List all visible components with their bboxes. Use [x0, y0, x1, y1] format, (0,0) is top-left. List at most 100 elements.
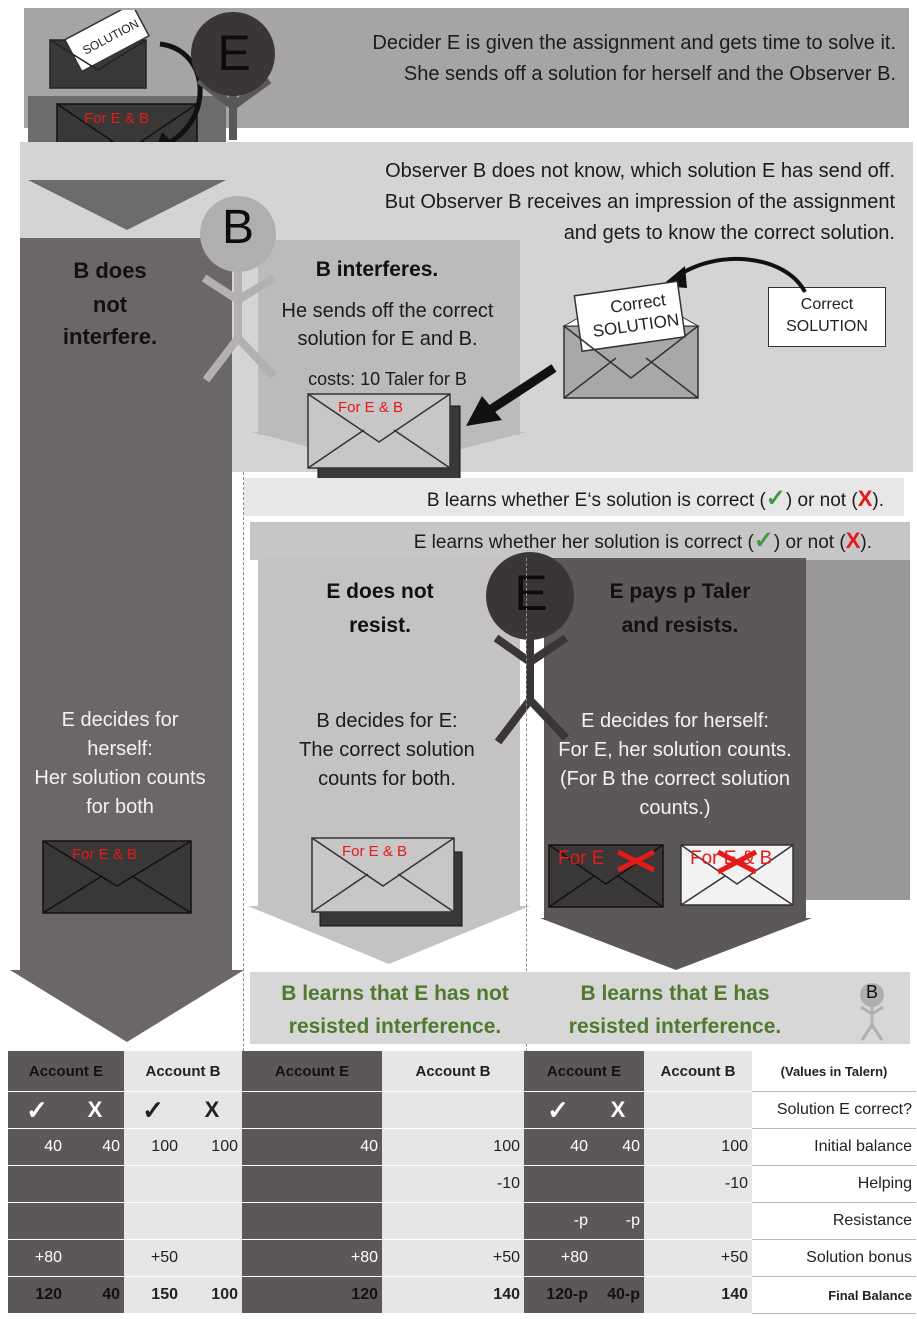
table-cell: +80 — [242, 1239, 382, 1277]
check-icon: ✓ — [765, 485, 786, 512]
resist-title-1: E pays p Taler — [609, 580, 751, 603]
observer-b-small-letter: B — [865, 982, 878, 1002]
stacked-envelope-icon — [307, 393, 461, 481]
no-interfere-desc-2: herself: — [87, 738, 153, 760]
cross-icon: X — [845, 528, 861, 553]
envelope-solution-icon — [49, 10, 150, 89]
no-interfere-title-1: B does — [73, 258, 147, 283]
table-row: -p -p Resistance — [8, 1202, 916, 1240]
table-row: +80 +50 +80 +50 +80 +50 Solution bonus — [8, 1239, 916, 1277]
table-cell — [644, 1202, 752, 1240]
row-label: Solution E correct? — [752, 1091, 916, 1129]
table-cell: 120-p — [524, 1276, 592, 1314]
table-cell: +50 — [644, 1239, 752, 1277]
resist-desc-2: For E, her solution counts. — [558, 739, 792, 761]
card-line-2: SOLUTION — [786, 318, 868, 335]
header-account-b: Account B — [382, 1051, 524, 1092]
table-cell — [66, 1165, 124, 1203]
no-interfere-arrow — [10, 970, 244, 1042]
b-feedback-end: ). — [872, 490, 884, 511]
not-resist-outcome-2: resisted interference. — [288, 1015, 502, 1038]
table-cell — [8, 1202, 66, 1240]
table-row: 40 40 100 100 40 100 40 40 100 Initial b… — [8, 1128, 916, 1166]
top-line-2: She sends off a solution for herself and… — [403, 63, 896, 85]
header-account-e: Account E — [8, 1051, 124, 1092]
not-resist-desc-2: The correct solution — [299, 739, 475, 761]
header-account-b: Account B — [124, 1051, 242, 1092]
b-feedback-mid: ) or not ( — [785, 490, 858, 511]
not-resist-title-1: E does not — [326, 580, 434, 603]
resist-desc-3: (For B the correct solution — [559, 768, 791, 790]
table-cell — [524, 1165, 592, 1203]
cross-icon: X — [857, 486, 873, 511]
observer-line-1: Observer B does not know, which solution… — [385, 160, 895, 182]
observer-b-small-icon — [860, 983, 884, 1041]
table-row: ✓ X ✓ X ✓ X Solution E correct? — [8, 1091, 916, 1129]
table-cell: -10 — [644, 1165, 752, 1203]
interferes-cost: costs: 10 Taler for B — [308, 369, 467, 389]
interferes-desc-2: solution for E and B. — [297, 328, 478, 350]
envelope-icon — [680, 844, 794, 906]
table-header-row: Account E Account B Account E Account B … — [8, 1051, 916, 1092]
resist-desc-4: counts.) — [639, 797, 711, 819]
row-label: Helping — [752, 1165, 916, 1203]
table-cell: +80 — [8, 1239, 66, 1277]
table-cell: 100 — [644, 1128, 752, 1166]
table-cell: 150 — [124, 1276, 182, 1314]
table-row: -10 -10 Helping — [8, 1165, 916, 1203]
top-line-1: Decider E is given the assignment and ge… — [372, 32, 896, 54]
table-cell — [182, 1202, 242, 1240]
resist-outcome-2: resisted interference. — [568, 1015, 782, 1038]
red-cross-icon — [716, 849, 758, 875]
dashed-divider — [526, 558, 527, 1312]
decider-e-letter: E — [217, 25, 251, 81]
row-label: Initial balance — [752, 1128, 916, 1166]
e-feedback-end: ). — [860, 532, 872, 553]
not-resist-outcome-1: B learns that E has not — [281, 982, 509, 1005]
b-feedback-band — [244, 478, 904, 516]
table-cell: 140 — [382, 1276, 524, 1314]
observer-b-letter: B — [221, 201, 254, 254]
correct-solution-card — [768, 287, 886, 347]
table-cell — [124, 1165, 182, 1203]
decider-e-mid-letter: E — [514, 565, 548, 621]
table-cell: 40 — [66, 1128, 124, 1166]
table-cell — [66, 1202, 124, 1240]
table-cell — [66, 1239, 124, 1277]
observer-line-2: But Observer B receives an impression of… — [384, 191, 895, 213]
header-account-b: Account B — [644, 1051, 752, 1092]
table-cell: 120 — [8, 1276, 66, 1314]
header-values-note: (Values in Talern) — [752, 1051, 916, 1092]
e-feedback-mid: ) or not ( — [773, 532, 846, 553]
table-cell: 100 — [182, 1276, 242, 1314]
stacked-envelope-icon — [311, 837, 463, 927]
not-resist-envelope-for: For E & B — [342, 843, 408, 860]
row-label: Resistance — [752, 1202, 916, 1240]
top-envelope-for: For E & B — [84, 110, 150, 127]
envelope-icon — [42, 840, 192, 914]
table-cell: 100 — [124, 1128, 182, 1166]
table-cell — [8, 1165, 66, 1203]
row-label: Final Balance — [752, 1276, 916, 1314]
interferes-title: B interferes. — [315, 258, 439, 281]
interferes-envelope-for: For E & B — [338, 399, 404, 416]
table-cell: 40 — [592, 1128, 644, 1166]
observer-line-3: and gets to know the correct solution. — [563, 222, 895, 244]
cross-icon: X — [66, 1091, 124, 1129]
check-icon: ✓ — [753, 527, 774, 554]
no-interfere-envelope-for: For E & B — [72, 846, 138, 863]
table-cell: +80 — [524, 1239, 592, 1277]
table-cell: 100 — [182, 1128, 242, 1166]
chevron-down-icon — [28, 180, 226, 230]
table-cell — [182, 1239, 242, 1277]
observer-b-figure-icon — [200, 196, 277, 383]
resist-desc-1: E decides for herself: — [581, 710, 769, 732]
no-interfere-title-2: not — [92, 292, 128, 317]
table-cell — [242, 1202, 382, 1240]
resist-arrow — [540, 918, 812, 970]
table-cell: 140 — [644, 1276, 752, 1314]
row-label: Solution bonus — [752, 1239, 916, 1277]
table-cell: 100 — [382, 1128, 524, 1166]
table-row-final: 120 40 150 100 120 140 120-p 40-p 140 Fi… — [8, 1276, 916, 1314]
e-feedback-pre: E learns whether her solution is correct… — [413, 532, 754, 553]
